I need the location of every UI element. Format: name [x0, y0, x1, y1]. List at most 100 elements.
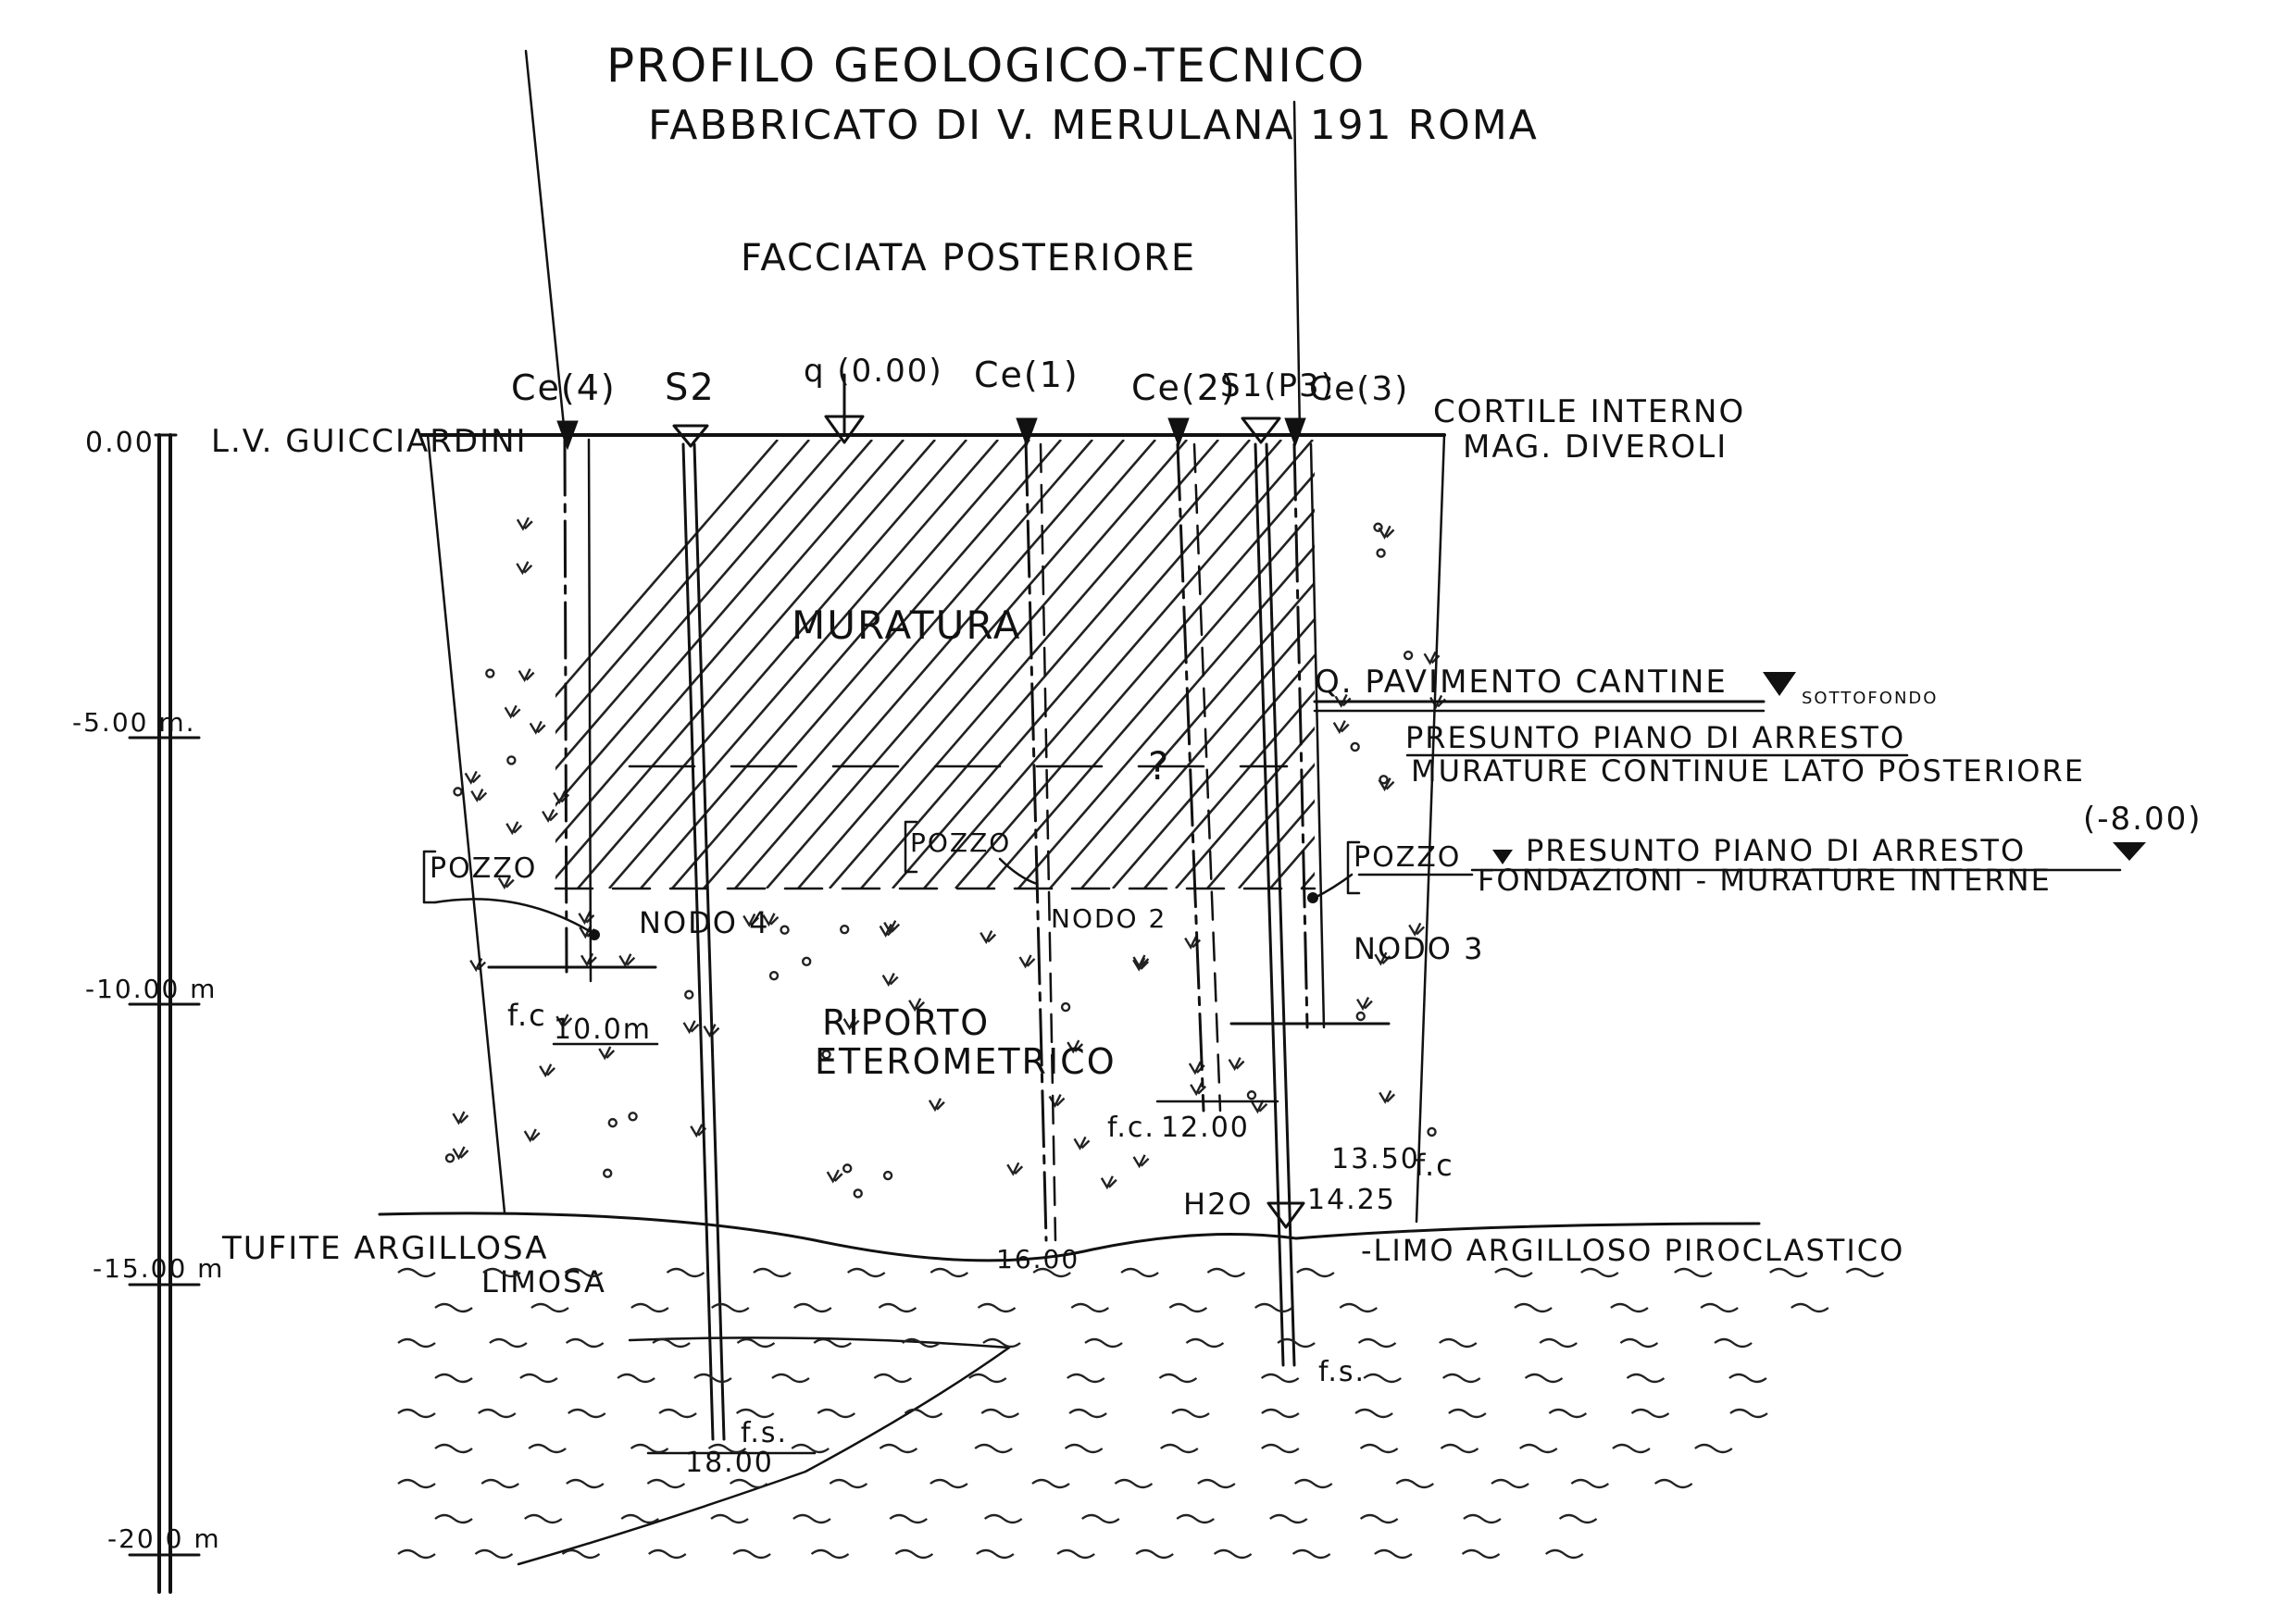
clay-mark	[1514, 1302, 1553, 1313]
clay-mark	[904, 1408, 943, 1419]
clay-mark	[480, 1478, 519, 1489]
fill-mark	[1100, 1175, 1117, 1190]
subtitle: FABBRICATO DI V. MERULANA 191 ROMA	[648, 102, 1539, 149]
fill-mark	[1048, 1094, 1066, 1109]
clay-mark	[729, 1478, 768, 1489]
borehole-ce4: Ce(4)	[511, 367, 617, 983]
clay-mark	[1032, 1267, 1071, 1278]
fill-mark	[1379, 1089, 1396, 1104]
clay-mark	[1031, 1478, 1070, 1489]
fill-mark	[801, 956, 812, 967]
fill-mark	[506, 755, 517, 765]
fs-s2-label: f.s.	[741, 1417, 788, 1449]
clay-mark	[1261, 1408, 1300, 1419]
fill-mark	[1403, 650, 1414, 661]
fc-mid-label: f.c.	[1107, 1112, 1155, 1144]
borehole-ce4-label: Ce(4)	[511, 367, 617, 408]
clay-mark	[1653, 1478, 1693, 1489]
clay-mark	[813, 1337, 852, 1349]
clay-mark	[478, 1408, 517, 1419]
clay-mark	[489, 1337, 528, 1349]
clay-mark	[735, 1408, 775, 1419]
fill-mark	[826, 1169, 843, 1184]
fill-mark	[529, 720, 546, 735]
masonry-hatch-line	[797, 440, 1188, 889]
masonry-hatch-line	[577, 440, 967, 889]
clay-mark	[561, 1548, 601, 1560]
borehole-s1-label: S1(P3)	[1220, 367, 1335, 404]
cellar-floor-label: Q. PAVIMENTO CANTINE	[1315, 664, 1728, 701]
clay-mark	[1114, 1478, 1154, 1489]
strata-contact-line	[378, 1212, 1761, 1262]
depth-label-15: -15.00 m	[93, 1253, 224, 1284]
masonry-hatch-line	[955, 440, 1315, 889]
clay-mark	[873, 1373, 913, 1384]
fc-right-depth: 13.50	[1331, 1143, 1420, 1175]
clay-mark	[397, 1548, 436, 1560]
fill-mark	[523, 1128, 541, 1143]
clay-mark	[434, 1443, 473, 1454]
clay-mark	[617, 1373, 655, 1384]
pozzo-right-label: POZZO	[1354, 841, 1461, 874]
fill-mark	[1376, 548, 1386, 558]
clay-mark	[1068, 1408, 1107, 1419]
clay-mark	[1612, 1443, 1651, 1454]
fill-mark	[1251, 1100, 1268, 1114]
clay-mark	[707, 1443, 747, 1454]
nodo3-label: NODO 3	[1354, 931, 1484, 966]
masonry-hatch-line	[555, 440, 873, 889]
masonry-hatch-line	[703, 440, 1093, 889]
fill-mark	[1246, 1090, 1257, 1100]
borehole-s2: S2	[665, 367, 726, 1441]
clay-mark	[1269, 1513, 1308, 1524]
clay-mark	[652, 1337, 691, 1349]
datum-marker: q (0.00)	[804, 353, 943, 444]
fill-mark	[840, 924, 850, 935]
clay-mark	[710, 1302, 750, 1313]
clay-mark	[397, 1267, 436, 1278]
masonry-hatch-line	[640, 440, 1030, 889]
fill-mark	[1006, 1162, 1024, 1176]
masonry-hatch-line	[860, 440, 1251, 889]
clay-mark	[1056, 1548, 1095, 1560]
clay-mark	[1694, 1443, 1733, 1454]
clay-mark	[566, 1478, 605, 1489]
depth-label-0: 0.00	[85, 427, 155, 459]
sottofondo-label: SOTTOFONDO	[1802, 689, 1938, 708]
h2o-label: H2O	[1183, 1187, 1254, 1222]
clay-mark	[1359, 1443, 1399, 1454]
fill-mark	[842, 1016, 860, 1031]
masonry-hatch-line	[1112, 440, 1315, 889]
clay-mark	[1544, 1548, 1584, 1560]
fill-mark	[682, 1020, 700, 1035]
fill-mark	[452, 1111, 469, 1125]
clay-mark	[1293, 1478, 1333, 1489]
tuff-label-2: LIMOSA	[481, 1264, 606, 1299]
fill-mark	[542, 809, 558, 824]
borehole-ce3-label: Ce(3)	[1309, 370, 1409, 408]
stop-plane-2-annotation: PRESUNTO PIANO DI ARRESTO (-8.00) FONDAZ…	[1470, 801, 2201, 898]
clay-mark	[568, 1408, 606, 1419]
section-title: FACCIATA POSTERIORE	[741, 237, 1196, 280]
fill-mark	[882, 1170, 893, 1181]
clay-mark	[879, 1443, 918, 1454]
fill-texture	[444, 516, 1446, 1199]
clay-mark	[1570, 1478, 1610, 1489]
fill-mark	[618, 953, 636, 968]
clay-mark	[736, 1337, 776, 1349]
clay-mark	[976, 1548, 1015, 1560]
clay-mark	[1440, 1443, 1479, 1454]
title: PROFILO GEOLOGICO-TECNICO	[606, 39, 1366, 93]
masonry-hatch-line	[734, 440, 1125, 889]
borehole-ce2: Ce(2)	[1131, 367, 1235, 1113]
fill-mark	[908, 998, 926, 1013]
fill-label-2: ETEROMETRICO	[815, 1041, 1117, 1082]
fs-s1-label: f.s.	[1318, 1356, 1366, 1388]
masonry-hatch-line	[892, 440, 1282, 889]
datum-label: q (0.00)	[804, 353, 943, 390]
clay-mark	[1728, 1373, 1767, 1384]
clay-mark	[1463, 1513, 1502, 1524]
fill-right-boundary	[1415, 433, 1446, 1224]
clay-mark	[620, 1513, 659, 1524]
clay-mark	[977, 1302, 1017, 1313]
